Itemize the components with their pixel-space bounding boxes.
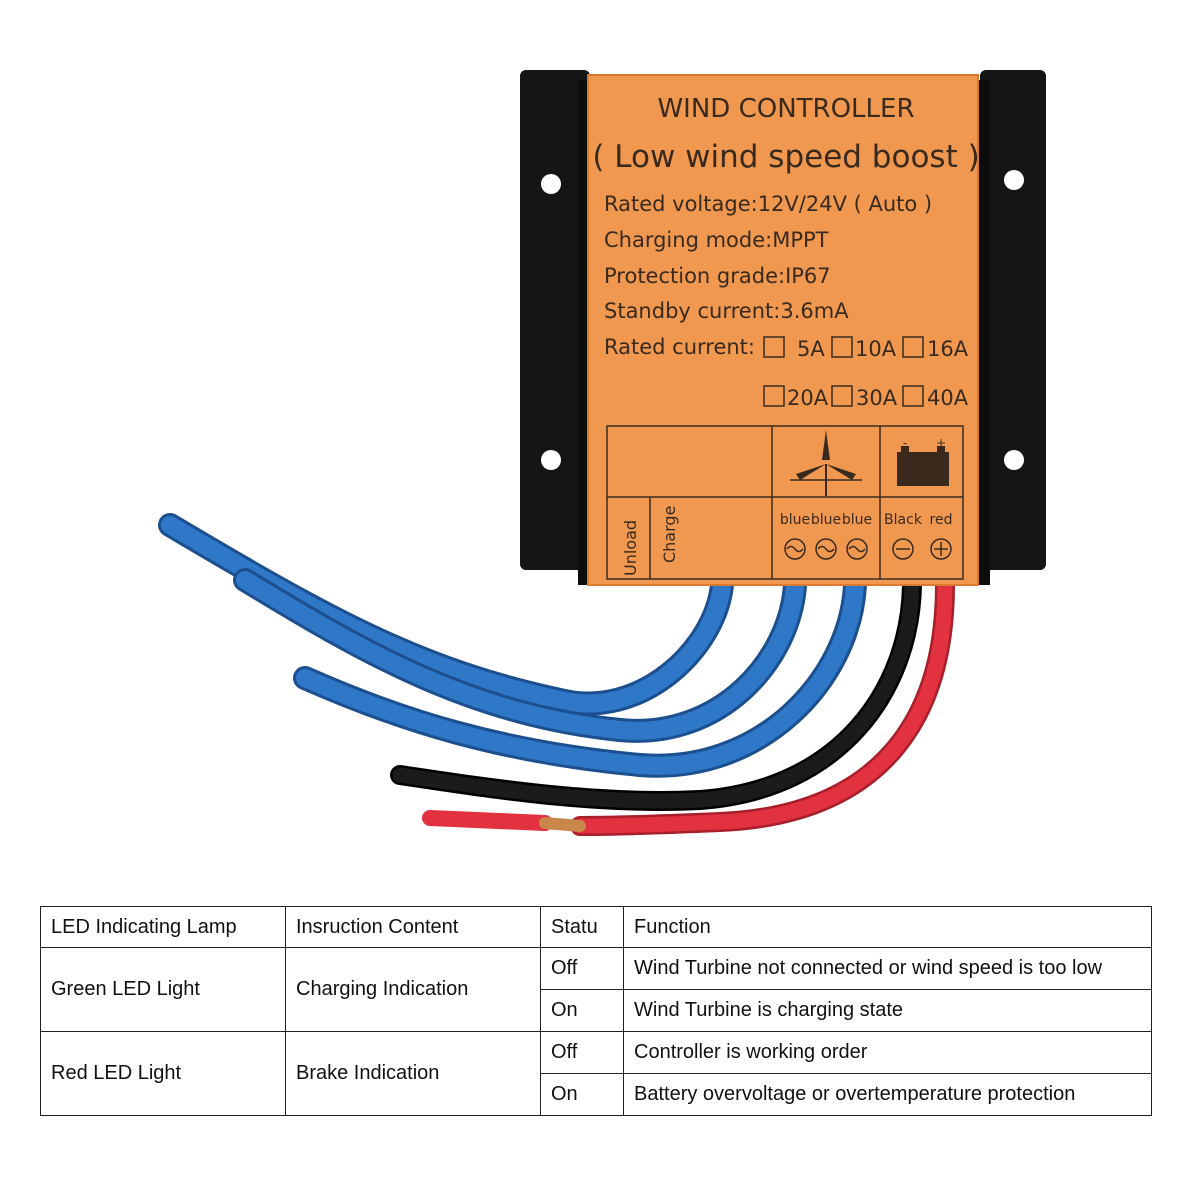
function-cell: Wind Turbine is charging state <box>623 989 1152 1032</box>
wire-label-red: red <box>930 512 953 528</box>
checkbox-20a <box>763 385 785 407</box>
wire-label-blue-3: blue <box>842 512 872 528</box>
checkbox-10a <box>831 336 853 358</box>
wire-label-blue-2: blue <box>811 512 841 528</box>
blue-wire <box>293 573 867 778</box>
blue-wire <box>233 568 807 743</box>
mount-hole <box>541 450 561 470</box>
function-cell: Battery overvoltage or overtemperature p… <box>623 1073 1152 1116</box>
table-row: On Battery overvoltage or overtemperatur… <box>41 1073 1152 1116</box>
header-function: Function <box>623 906 1152 948</box>
checkbox-30a <box>831 385 853 407</box>
checkbox-40a <box>902 385 924 407</box>
controller-label: WIND CONTROLLER ( Low wind speed boost )… <box>587 74 980 586</box>
table-header-row: LED Indicating Lamp Insruction Content S… <box>40 906 1152 948</box>
rated-current-label: Rated current: <box>604 335 755 359</box>
wire-label-blue-1: blue <box>780 512 810 528</box>
lamp-cell: Red LED Light <box>40 1031 286 1116</box>
option-30a: 30A <box>856 386 898 410</box>
lamp-cell: Green LED Light <box>40 947 286 1032</box>
option-5a: 5A <box>797 337 825 361</box>
wire-label-black: Black <box>884 512 923 528</box>
option-10a: 10A <box>855 337 897 361</box>
function-cell: Controller is working order <box>623 1031 1152 1074</box>
mount-hole <box>1004 450 1024 470</box>
content-cell: Charging Indication <box>285 947 541 1032</box>
battery-plus: + <box>936 436 946 450</box>
spec-protection-grade: Protection grade:IP67 <box>604 264 831 288</box>
battery-minus: - <box>903 436 907 450</box>
wind-turbine-icon <box>790 430 862 496</box>
header-led-lamp: LED Indicating Lamp <box>40 906 286 948</box>
mount-hole <box>1004 170 1024 190</box>
ac-terminal-symbols <box>784 538 868 560</box>
status-cell: On <box>540 1073 624 1116</box>
status-cell: Off <box>540 1031 624 1074</box>
status-cell: On <box>540 989 624 1032</box>
label-title: WIND CONTROLLER <box>657 94 914 124</box>
connection-panel <box>606 425 964 580</box>
led-indicator-table: LED Indicating Lamp Insruction Content S… <box>40 906 1152 1116</box>
status-cell: Off <box>540 947 624 990</box>
battery-icon: - + <box>897 436 949 486</box>
black-wire <box>390 575 922 811</box>
wind-controller-illustration: WIND CONTROLLER ( Low wind speed boost )… <box>158 70 1046 836</box>
spec-rated-voltage: Rated voltage:12V/24V ( Auto ) <box>604 192 932 216</box>
content-cell: Brake Indication <box>285 1031 541 1116</box>
option-40a: 40A <box>927 386 969 410</box>
option-20a: 20A <box>787 386 829 410</box>
spec-charging-mode: Charging mode:MPPT <box>604 228 829 252</box>
function-cell: Wind Turbine not connected or wind speed… <box>623 947 1152 990</box>
checkbox-16a <box>902 336 924 358</box>
table-row: Red LED Light Brake Indication Off Contr… <box>40 1031 1152 1116</box>
indicator-unload: Unload <box>621 520 640 576</box>
label-subtitle: ( Low wind speed boost ) <box>592 139 979 175</box>
checkbox-5a <box>763 336 785 358</box>
indicator-charge: Charge <box>660 506 679 563</box>
mount-hole <box>541 174 561 194</box>
wires <box>158 513 955 836</box>
header-instruction-content: Insruction Content <box>285 906 541 948</box>
option-16a: 16A <box>927 337 969 361</box>
red-wire <box>422 575 955 836</box>
current-options-row1: 5A 10A 16A <box>763 336 969 361</box>
table-row: Green LED Light Charging Indication Off … <box>40 947 1152 1032</box>
current-options-row2: 20A 30A 40A <box>763 385 969 410</box>
header-status: Statu <box>540 906 624 948</box>
spec-standby-current: Standby current:3.6mA <box>604 299 849 323</box>
dc-terminal-symbols <box>892 538 952 560</box>
